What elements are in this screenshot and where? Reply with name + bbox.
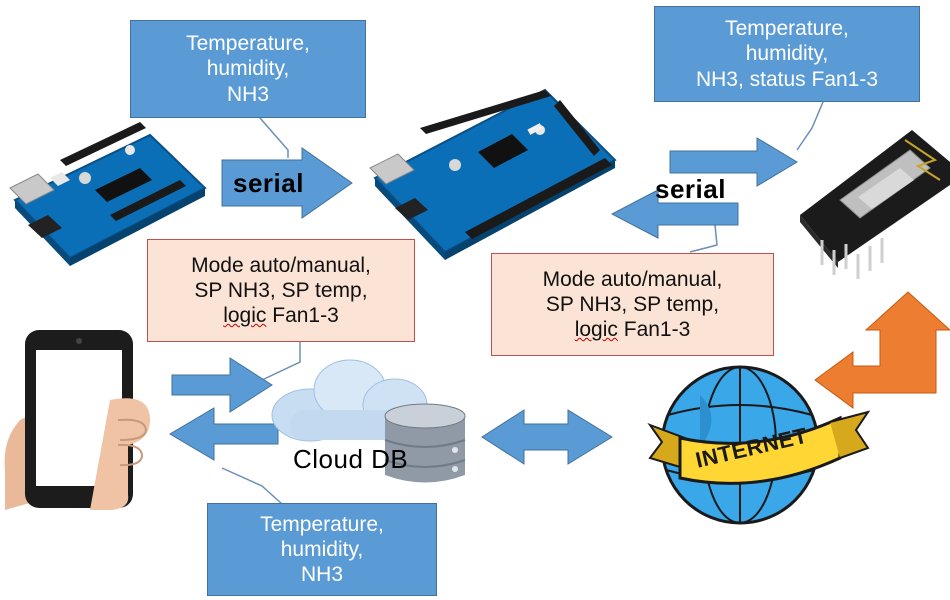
arrow-cloud-to-phone: [169, 407, 279, 461]
arrow-cloud-internet: [481, 409, 613, 465]
callout-line-mid-left: [261, 342, 301, 381]
data-box-bottom: Temperature, humidity, NH3: [207, 503, 437, 596]
box-line: humidity,: [206, 57, 290, 81]
arrow-uno-to-mega: [221, 147, 353, 219]
box-line: SP NH3, SP temp,: [194, 278, 368, 302]
data-box-top-right: Temperature, humidity, NH3, status Fan1-…: [654, 6, 920, 102]
arrow-internet-to-esp: [814, 291, 950, 409]
box-line: Mode auto/manual,: [191, 253, 371, 277]
box-line-fan: Fan1-3: [617, 318, 691, 342]
settings-box-left: Mode auto/manual, SP NH3, SP temp, logic…: [147, 239, 415, 342]
arrow-mega-to-esp: [669, 137, 798, 187]
arduino-mega-icon: [369, 88, 617, 260]
box-line: humidity,: [745, 42, 829, 66]
arrow-phone-to-cloud: [171, 357, 273, 413]
box-line-logic: logic: [574, 318, 618, 342]
internet-banner: [647, 410, 871, 485]
arrow-esp-to-mega: [610, 189, 739, 239]
database-icon: [384, 403, 466, 483]
box-line: SP NH3, SP temp,: [545, 292, 720, 316]
box-line-logic: logic: [223, 304, 267, 328]
callout-line-mid-right: [689, 224, 718, 253]
callout-line-bottom: [221, 467, 283, 505]
box-line-fan: Fan1-3: [266, 304, 339, 328]
callout-line-top-left: [259, 117, 289, 158]
serial-label-right: serial: [655, 174, 726, 204]
arduino-uno-icon: [9, 122, 207, 266]
box-line: humidity,: [280, 537, 364, 561]
serial-label-left: serial: [233, 168, 304, 198]
box-line: NH3: [300, 563, 343, 587]
data-box-top-left: Temperature, humidity, NH3: [130, 20, 366, 118]
box-line: Mode auto/manual,: [542, 267, 723, 291]
callout-line-top-right: [796, 101, 824, 151]
box-line: Temperature,: [725, 17, 849, 41]
settings-box-right: Mode auto/manual, SP NH3, SP temp, logic…: [491, 253, 774, 356]
smartphone-icon: [4, 330, 150, 510]
esp8266-icon: [800, 130, 950, 279]
box-line: Temperature,: [260, 512, 384, 536]
box-line: NH3: [226, 82, 269, 106]
box-line: Temperature,: [186, 32, 310, 56]
cloud-db-label: Cloud DB: [293, 444, 409, 474]
box-line: NH3, status Fan1-3: [695, 67, 879, 91]
